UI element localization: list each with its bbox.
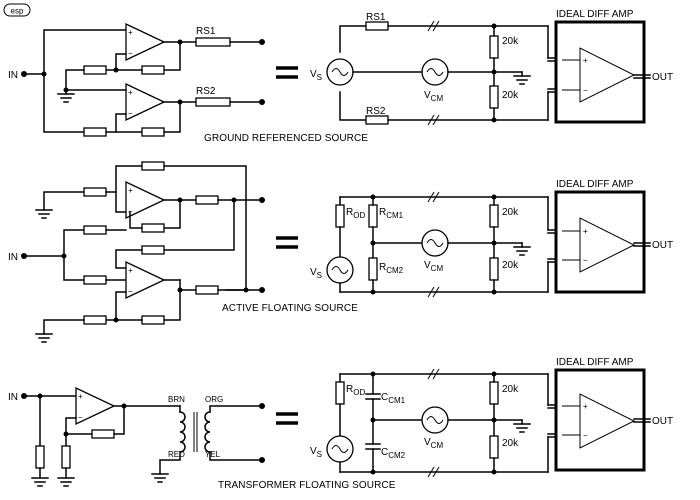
svg-text:+: + bbox=[583, 402, 588, 411]
section1-caption: GROUND REFERENCED SOURCE bbox=[204, 133, 368, 144]
diff-amp-triangle bbox=[579, 47, 636, 103]
svg-text:+: + bbox=[583, 227, 588, 236]
section2-caption: ACTIVE FLOATING SOURCE bbox=[222, 303, 358, 314]
svg-text:+: + bbox=[128, 28, 133, 37]
vcm-label: VCM bbox=[424, 437, 443, 450]
r-bot-label: 20k bbox=[502, 438, 519, 449]
rcm1-label: RCM1 bbox=[379, 207, 404, 220]
rs2-resistor bbox=[195, 97, 231, 107]
svg-text:+: + bbox=[583, 56, 588, 65]
section1-equivalent-circuit: RS1 RS2 VS VCM 20k 20k IDEAL DIFF AMP + − bbox=[310, 9, 673, 126]
rs1-resistor bbox=[195, 37, 231, 47]
esp-logo: esp bbox=[3, 3, 31, 17]
svg-text:−: − bbox=[583, 256, 588, 265]
resistor bbox=[141, 65, 165, 75]
svg-text:−: − bbox=[128, 49, 133, 58]
ideal-amp-label: IDEAL DIFF AMP bbox=[556, 179, 634, 190]
section3-left-circuit: IN + − BRN ORG RED YEL bbox=[8, 386, 265, 487]
output-label: OUT bbox=[652, 416, 673, 427]
resistor bbox=[83, 65, 107, 75]
opamp bbox=[125, 82, 166, 122]
transformer bbox=[151, 405, 263, 483]
rs1-label: RS1 bbox=[196, 26, 216, 37]
ccm2-label: CCM2 bbox=[381, 447, 406, 460]
yel-label: YEL bbox=[205, 450, 221, 459]
svg-text:−: − bbox=[583, 86, 588, 95]
svg-text:+: + bbox=[128, 88, 133, 97]
output-label: OUT bbox=[652, 240, 673, 251]
r-top-label: 20k bbox=[502, 36, 519, 47]
output-label: OUT bbox=[652, 72, 673, 83]
input-label: IN bbox=[8, 392, 18, 403]
brn-label: BRN bbox=[168, 395, 185, 404]
ideal-amp-label: IDEAL DIFF AMP bbox=[556, 9, 634, 20]
ideal-amp-label: IDEAL DIFF AMP bbox=[556, 357, 634, 368]
r-top-label: 20k bbox=[502, 207, 519, 218]
ccm1-label: CCM1 bbox=[381, 392, 406, 405]
vcm-label: VCM bbox=[424, 260, 443, 273]
section3-caption: TRANSFORMER FLOATING SOURCE bbox=[218, 480, 396, 491]
logo-text: esp bbox=[11, 7, 24, 16]
input-label: IN bbox=[8, 252, 18, 263]
opamp bbox=[75, 386, 116, 426]
rs1-eq-label: RS1 bbox=[366, 12, 386, 23]
section2-equivalent-circuit: ROD VS RCM1 RCM2 VCM 20k 20k IDEAL DIFF … bbox=[310, 179, 673, 298]
opamp bbox=[125, 22, 166, 62]
vs-label: VS bbox=[310, 267, 322, 280]
ground-symbol bbox=[57, 93, 75, 103]
svg-text:+: + bbox=[78, 392, 83, 401]
rod-resistor bbox=[335, 204, 345, 228]
svg-text:−: − bbox=[78, 413, 83, 422]
rcm2-label: RCM2 bbox=[379, 262, 404, 275]
vcm-label: VCM bbox=[424, 90, 443, 103]
red-label: RED bbox=[168, 450, 185, 459]
vs-label: VS bbox=[310, 446, 322, 459]
resistor bbox=[141, 127, 165, 137]
input-label: IN bbox=[8, 70, 18, 81]
svg-text:+: + bbox=[128, 266, 133, 275]
svg-text:−: − bbox=[128, 287, 133, 296]
org-label: ORG bbox=[205, 395, 223, 404]
svg-text:−: − bbox=[128, 109, 133, 118]
resistor bbox=[83, 127, 107, 137]
ideal-diff-amp-box bbox=[554, 190, 646, 294]
rod-label: ROD bbox=[346, 207, 365, 220]
rs2-eq-label: RS2 bbox=[366, 106, 386, 117]
svg-text:+: + bbox=[128, 186, 133, 195]
section1-left-circuit: IN + − RS1 + − RS2 bbox=[8, 22, 265, 137]
section2-left-circuit: IN +− +− bbox=[8, 161, 265, 343]
r-bot-label: 20k bbox=[502, 260, 519, 271]
vs-label: VS bbox=[310, 69, 322, 82]
r-bot-label: 20k bbox=[502, 90, 519, 101]
svg-text:−: − bbox=[583, 431, 588, 440]
equals-sign bbox=[276, 66, 298, 79]
rs2-label: RS2 bbox=[196, 86, 216, 97]
equals-sign bbox=[276, 236, 298, 249]
opamp bbox=[125, 180, 166, 220]
section3-equivalent-circuit: ROD VS CCM1 CCM2 VCM 20k 20k IDEAL DIFF … bbox=[310, 357, 673, 478]
rod-label: ROD bbox=[346, 384, 365, 397]
opamp bbox=[125, 260, 166, 300]
equals-sign bbox=[276, 412, 298, 425]
r-top-label: 20k bbox=[502, 384, 519, 395]
